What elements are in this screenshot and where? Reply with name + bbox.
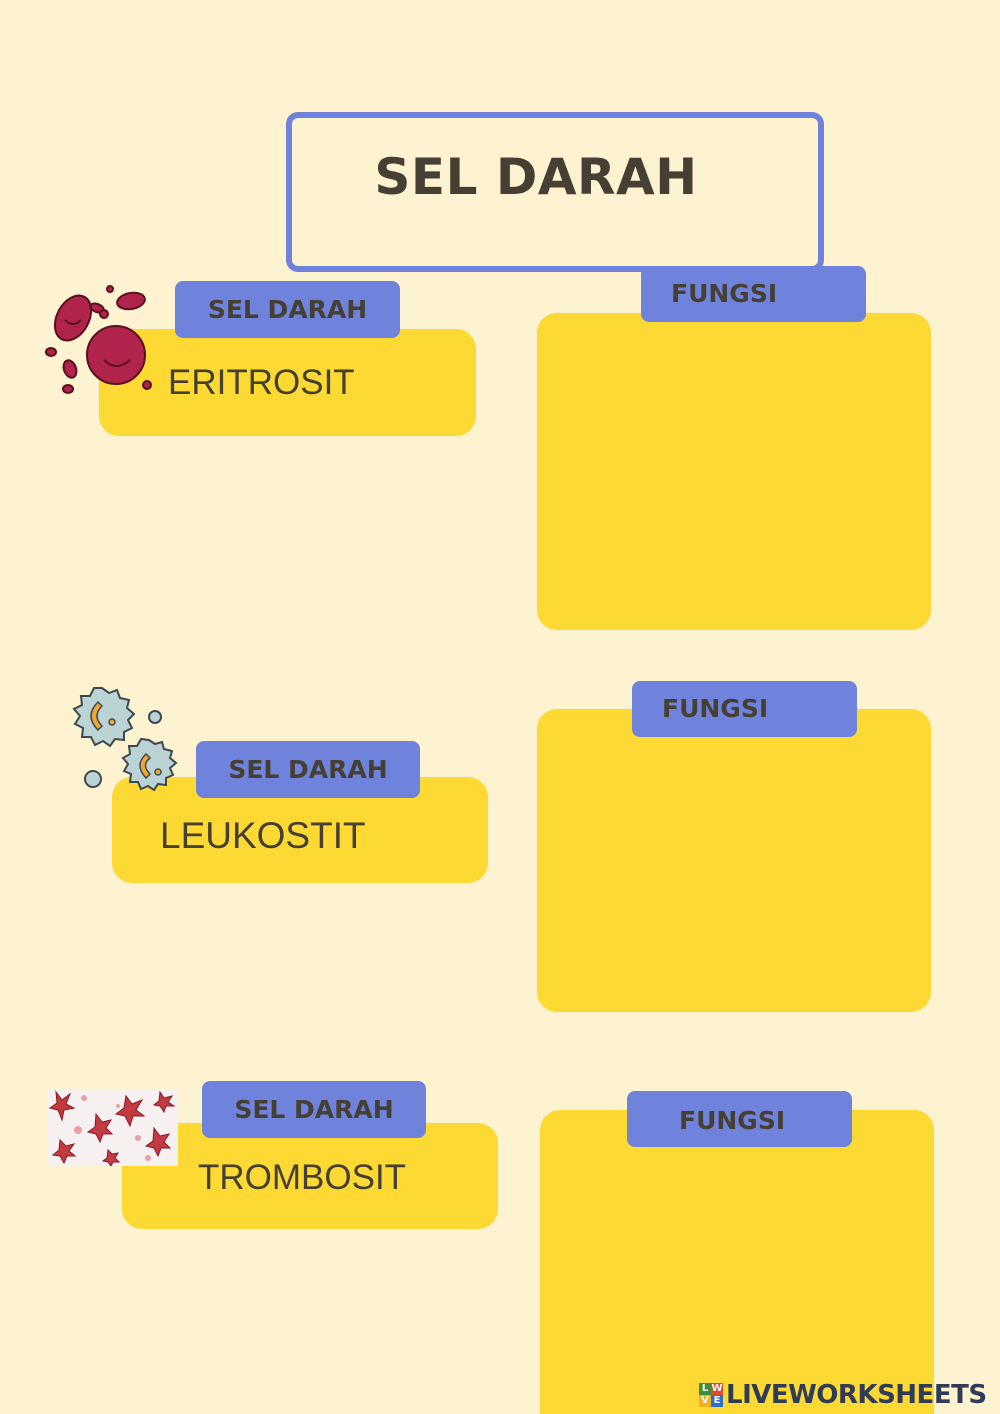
liveworksheets-logo-icon: L W V E [699,1383,723,1407]
cell-name-card-eritrosit [99,329,476,436]
fungsi-tab-2: FUNGSI [632,681,857,737]
sel-darah-tab-3: SEL DARAH [202,1081,426,1138]
sel-darah-tab-2: SEL DARAH [196,741,420,798]
title-box [286,112,824,272]
fungsi-tab-3: FUNGSI [627,1091,852,1147]
white-blood-cells-icon [72,687,178,792]
platelets-image [48,1090,178,1166]
red-blood-cells-icon [45,285,152,394]
page-title: SEL DARAH [374,148,698,206]
fungsi-tab-1: FUNGSI [641,266,866,322]
function-answer-box-2[interactable] [537,709,931,1012]
function-answer-box-3[interactable] [540,1110,934,1414]
cell-name-eritrosit: ERITROSIT [168,363,355,402]
function-answer-box-1[interactable] [537,313,931,630]
cell-name-card-trombosit [122,1123,498,1229]
cell-name-leukostit: LEUKOSTIT [160,815,366,856]
liveworksheets-brand: L W V E LIVEWORKSHEETS [699,1378,987,1412]
brand-name: LIVEWORKSHEETS [726,1380,987,1410]
cell-name-trombosit: TROMBOSIT [198,1158,407,1197]
sel-darah-tab-1: SEL DARAH [175,281,400,338]
